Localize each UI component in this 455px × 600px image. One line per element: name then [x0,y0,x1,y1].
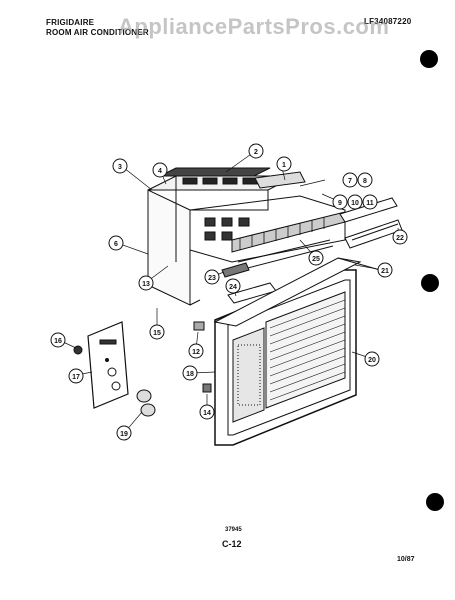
callout-13: 13 [138,275,154,291]
callout-19: 19 [116,425,132,441]
svg-text:4: 4 [158,168,162,175]
callout-9: 9 [332,194,348,210]
svg-text:17: 17 [72,374,80,381]
svg-text:25: 25 [312,256,320,263]
svg-text:15: 15 [153,330,161,337]
svg-text:1: 1 [282,162,286,169]
callout-6: 6 [108,235,124,251]
punch-hole-middle [421,274,439,292]
callout-10: 10 [347,194,363,210]
callouts: 1 2 3 4 6 7 8 9 10 11 12 13 14 15 16 17 … [50,143,408,441]
callout-18: 18 [182,365,198,381]
callout-4: 4 [152,162,168,178]
callout-23: 23 [204,269,220,285]
callout-14: 14 [199,404,215,420]
callout-17: 17 [68,368,84,384]
watermark: AppliancePartsPros.com [118,14,390,39]
callout-8: 8 [357,172,373,188]
callout-7: 7 [342,172,358,188]
callout-3: 3 [112,158,128,174]
svg-text:3: 3 [118,164,122,171]
callout-16: 16 [50,332,66,348]
svg-text:21: 21 [381,268,389,275]
svg-text:16: 16 [54,338,62,345]
revision-date: 10/87 [397,556,415,563]
callout-22: 22 [392,229,408,245]
punch-hole-bottom [426,493,444,511]
svg-text:23: 23 [208,275,216,282]
brand-line-2: ROOM AIR CONDITIONER [46,28,149,37]
svg-text:9: 9 [338,200,342,207]
callout-20: 20 [364,351,380,367]
svg-text:7: 7 [348,178,352,185]
control-panel [87,321,129,409]
punch-hole-top [420,50,438,68]
callout-1: 1 [276,156,292,172]
svg-text:13: 13 [142,281,150,288]
svg-text:22: 22 [396,235,404,242]
brand-line-1: FRIGIDAIRE [46,18,95,27]
svg-text:6: 6 [114,241,118,248]
rear-bar [254,171,306,189]
svg-text:14: 14 [203,410,211,417]
svg-text:11: 11 [366,200,374,207]
svg-text:18: 18 [186,371,194,378]
model-number: LF34087220 [364,17,412,26]
callout-2: 2 [248,143,264,159]
figure-id: 37945 [225,527,242,533]
callout-21: 21 [377,262,393,278]
callout-11: 11 [362,194,378,210]
svg-text:19: 19 [120,431,128,438]
callout-12: 12 [188,343,204,359]
callout-25: 25 [308,250,324,266]
callout-24: 24 [225,278,241,294]
svg-text:2: 2 [254,149,258,156]
top-rail [159,167,271,177]
svg-text:8: 8 [363,178,367,185]
svg-text:10: 10 [351,200,359,207]
svg-text:20: 20 [368,357,376,364]
svg-text:24: 24 [229,284,237,291]
callout-15: 15 [149,324,165,340]
page-number: C-12 [222,539,242,549]
svg-text:12: 12 [192,349,200,356]
